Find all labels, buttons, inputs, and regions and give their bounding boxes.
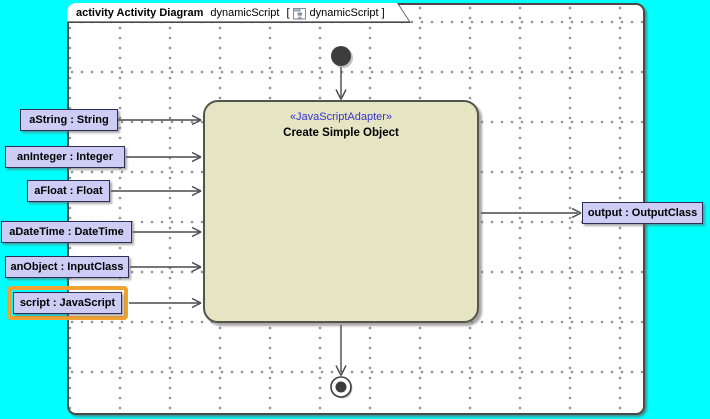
activity-diagram-icon [293, 7, 307, 20]
frame-header-tab[interactable]: activity Activity Diagram dynamicScript … [67, 3, 411, 23]
input-pin-adatetime[interactable]: aDateTime : DateTime [1, 221, 132, 243]
output-pin-output[interactable]: output : OutputClass [582, 202, 703, 224]
frame-bracket-close: ] [381, 7, 385, 19]
selection-highlight [7, 286, 128, 320]
input-pin-script[interactable]: script : JavaScript [13, 292, 122, 314]
frame-context-name: dynamicScript [309, 7, 379, 19]
input-pin-afloat[interactable]: aFloat : Float [27, 180, 110, 202]
action-stereotype: «JavaScriptAdapter» [289, 111, 393, 123]
frame-diagram-name: dynamicScript [210, 7, 280, 19]
input-pin-anobject[interactable]: anObject : InputClass [5, 256, 129, 278]
input-pin-aninteger[interactable]: anInteger : Integer [5, 146, 125, 168]
input-pin-astring[interactable]: aString : String [20, 109, 118, 131]
frame-bracket-open: [ [286, 7, 290, 19]
action-name: Create Simple Object [283, 127, 399, 139]
frame-kind-label: activity Activity Diagram [76, 7, 204, 19]
action-node-create-simple-object[interactable]: «JavaScriptAdapter» Create Simple Object [203, 100, 479, 323]
